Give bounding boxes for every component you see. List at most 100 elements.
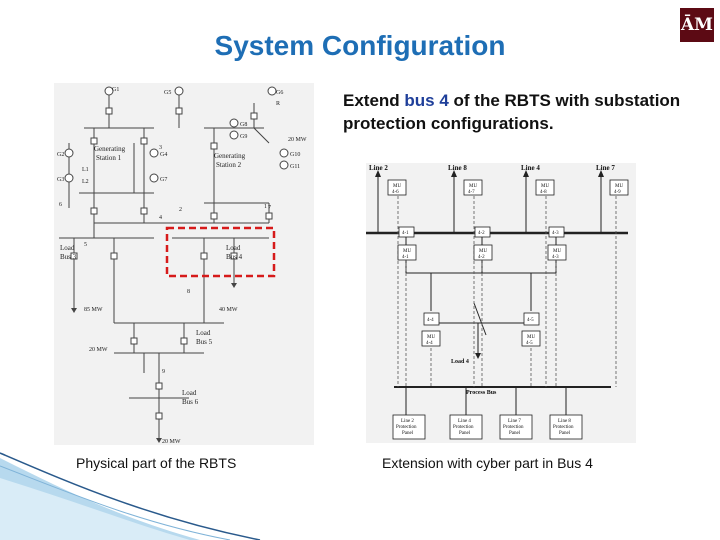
bus4-highlight-box	[165, 226, 276, 278]
panel-line8-l1: Line 8	[558, 419, 571, 424]
cyber-low-mu-labels: MU 4-4 MU 4-5	[426, 335, 535, 346]
panel-line2-l3: Panel	[402, 431, 414, 436]
breaker-41-label: 4-1	[402, 231, 409, 236]
load4-label: Load 4	[451, 359, 469, 365]
gen-label-1: G1	[112, 87, 119, 93]
load-bus4-line2: Bus 4	[226, 253, 243, 261]
panel-line4-l2: Protection	[453, 425, 474, 430]
mu-42-id: 4-2	[478, 255, 485, 260]
mw-label-4: 20 MW	[89, 347, 108, 353]
cyber-lower-breakers	[423, 312, 540, 326]
bus-num-6: 6	[59, 202, 62, 208]
process-bus-label: Process Bus	[466, 390, 497, 396]
caption-cyber-part1: Extension with cyber part in	[382, 455, 558, 471]
line-label-7: Line 7	[596, 164, 615, 172]
bus-num-l1: L1	[82, 167, 89, 173]
mu-48-id: 4-8	[540, 190, 547, 195]
mu-43-title: MU	[553, 249, 561, 254]
load-bus6-line2: Bus 6	[182, 398, 199, 406]
gen-label-8: G8	[240, 122, 247, 128]
bus-num-3: 3	[159, 145, 162, 151]
load-bus6-line1: Load	[182, 389, 197, 397]
cyber-line-arrows	[375, 170, 604, 359]
mu-44-id: 4-4	[426, 341, 433, 346]
gen-label-2: G2	[57, 152, 64, 158]
mw-label-1: 20 MW	[288, 137, 307, 143]
panel-line7-l1: Line 7	[508, 419, 521, 424]
bus-num-4: 4	[159, 215, 162, 221]
mu-49-title: MU	[615, 184, 623, 189]
cyber-mid-mu-labels: MU 4-1 MU 4-2 MU 4-3	[402, 249, 561, 260]
load-bus4-line1: Load	[226, 244, 241, 252]
gen-label-7: G7	[160, 177, 167, 183]
intro-text: Extend bus 4 of the RBTS with substation…	[343, 89, 713, 135]
mu-48-title: MU	[541, 184, 549, 189]
rbts-station-labels: Generating Station 1 Generating Station …	[60, 145, 246, 406]
cyber-top-mu-labels: MU 4-6 MU 4-7 MU 4-8 MU 4-9	[392, 184, 623, 195]
mu-46-id: 4-6	[392, 190, 399, 195]
load-bus5-line2: Bus 5	[196, 338, 213, 346]
mu-45-id: 4-5	[526, 341, 533, 346]
cyber-svg: Line 2 Line 8 Line 4 Line 7 MU 4-6 MU 4-…	[366, 164, 629, 440]
bus-num-2: 2	[179, 207, 182, 213]
mu-43-id: 4-3	[552, 255, 559, 260]
mu-47-title: MU	[469, 184, 477, 189]
caption-cyber: Extension with cyber part in Bus 4	[382, 455, 593, 471]
panel-line2-l1: Line 2	[401, 419, 414, 424]
rbts-load-arrows	[71, 283, 237, 443]
gen-label-11: G11	[290, 164, 300, 170]
mw-label-3: 40 MW	[219, 307, 238, 313]
bus-num-7: 7	[268, 205, 271, 211]
rbts-generator-labels: G1 G2 G3 G4 G5 G6 G7 G8 G9 G10 G11	[57, 87, 300, 183]
rbts-diagram: G1 G2 G3 G4 G5 G6 G7 G8 G9 G10 G11 Gener…	[54, 83, 314, 445]
caption-physical: Physical part of the RBTS	[76, 455, 237, 471]
rbts-mw-labels: 20 MW 85 MW 40 MW 20 MW 20 MW	[84, 137, 307, 445]
intro-bus-highlight: bus 4	[404, 91, 449, 110]
station2-label-line2: Station 2	[216, 161, 242, 169]
cyber-comm-links	[397, 181, 617, 387]
cyber-low-mu-boxes	[421, 330, 541, 347]
intro-part2: of the RBTS with substation protection c…	[343, 91, 681, 133]
university-logo: ĀM	[680, 8, 714, 42]
line-label-8: Line 8	[448, 164, 467, 172]
gen-label-5: G5	[164, 90, 171, 96]
panel-line8-l3: Panel	[559, 431, 571, 436]
mw-label-5: 20 MW	[162, 439, 181, 445]
panel-line4-l3: Panel	[459, 431, 471, 436]
breaker-45-label: 4-5	[527, 318, 534, 323]
bus-num-9: 9	[162, 369, 165, 375]
cyber-top-mu-boxes	[387, 179, 629, 196]
mw-label-2: 85 MW	[84, 307, 103, 313]
breaker-43-label: 4-3	[552, 231, 559, 236]
rbts-svg: G1 G2 G3 G4 G5 G6 G7 G8 G9 G10 G11 Gener…	[57, 86, 307, 445]
gen-label-3: G3	[57, 177, 64, 183]
mu-41-id: 4-1	[402, 255, 409, 260]
slide-title: System Configuration	[214, 30, 506, 61]
panel-line8-l2: Protection	[553, 425, 574, 430]
cyber-panel-labels: Line 2 Protection Panel Line 4 Protectio…	[396, 419, 574, 436]
mu-49-id: 4-9	[614, 190, 621, 195]
mu-46-title: MU	[393, 184, 401, 189]
load-bus3-line2: Bus 3	[60, 253, 77, 261]
cyber-diagram: Line 2 Line 8 Line 4 Line 7 MU 4-6 MU 4-…	[366, 163, 636, 443]
panel-line4-l1: Line 4	[458, 419, 471, 424]
bus-num-8: 8	[187, 289, 190, 295]
panel-line2-l2: Protection	[396, 425, 417, 430]
load-bus5-line1: Load	[196, 329, 211, 337]
cyber-panel-boxes	[392, 414, 583, 440]
cyber-mid-mu-boxes	[397, 244, 567, 261]
cyber-upper-breaker-labels: 4-1 4-2 4-3	[402, 231, 559, 236]
cyber-upper-breakers	[398, 226, 565, 238]
line-label-2: Line 2	[369, 164, 388, 172]
load-bus3-line1: Load	[60, 244, 75, 252]
mu-41-title: MU	[403, 249, 411, 254]
line-label-4: Line 4	[521, 164, 540, 172]
mu-42-title: MU	[479, 249, 487, 254]
mu-47-id: 4-7	[468, 190, 475, 195]
panel-line7-l2: Protection	[503, 425, 524, 430]
gen-label-10: G10	[290, 152, 300, 158]
station2-label-line1: Generating	[214, 152, 246, 160]
breaker-42-label: 4-2	[478, 231, 485, 236]
station1-label-line2: Station 1	[96, 154, 122, 162]
cyber-line-labels: Line 2 Line 8 Line 4 Line 7	[369, 164, 615, 172]
